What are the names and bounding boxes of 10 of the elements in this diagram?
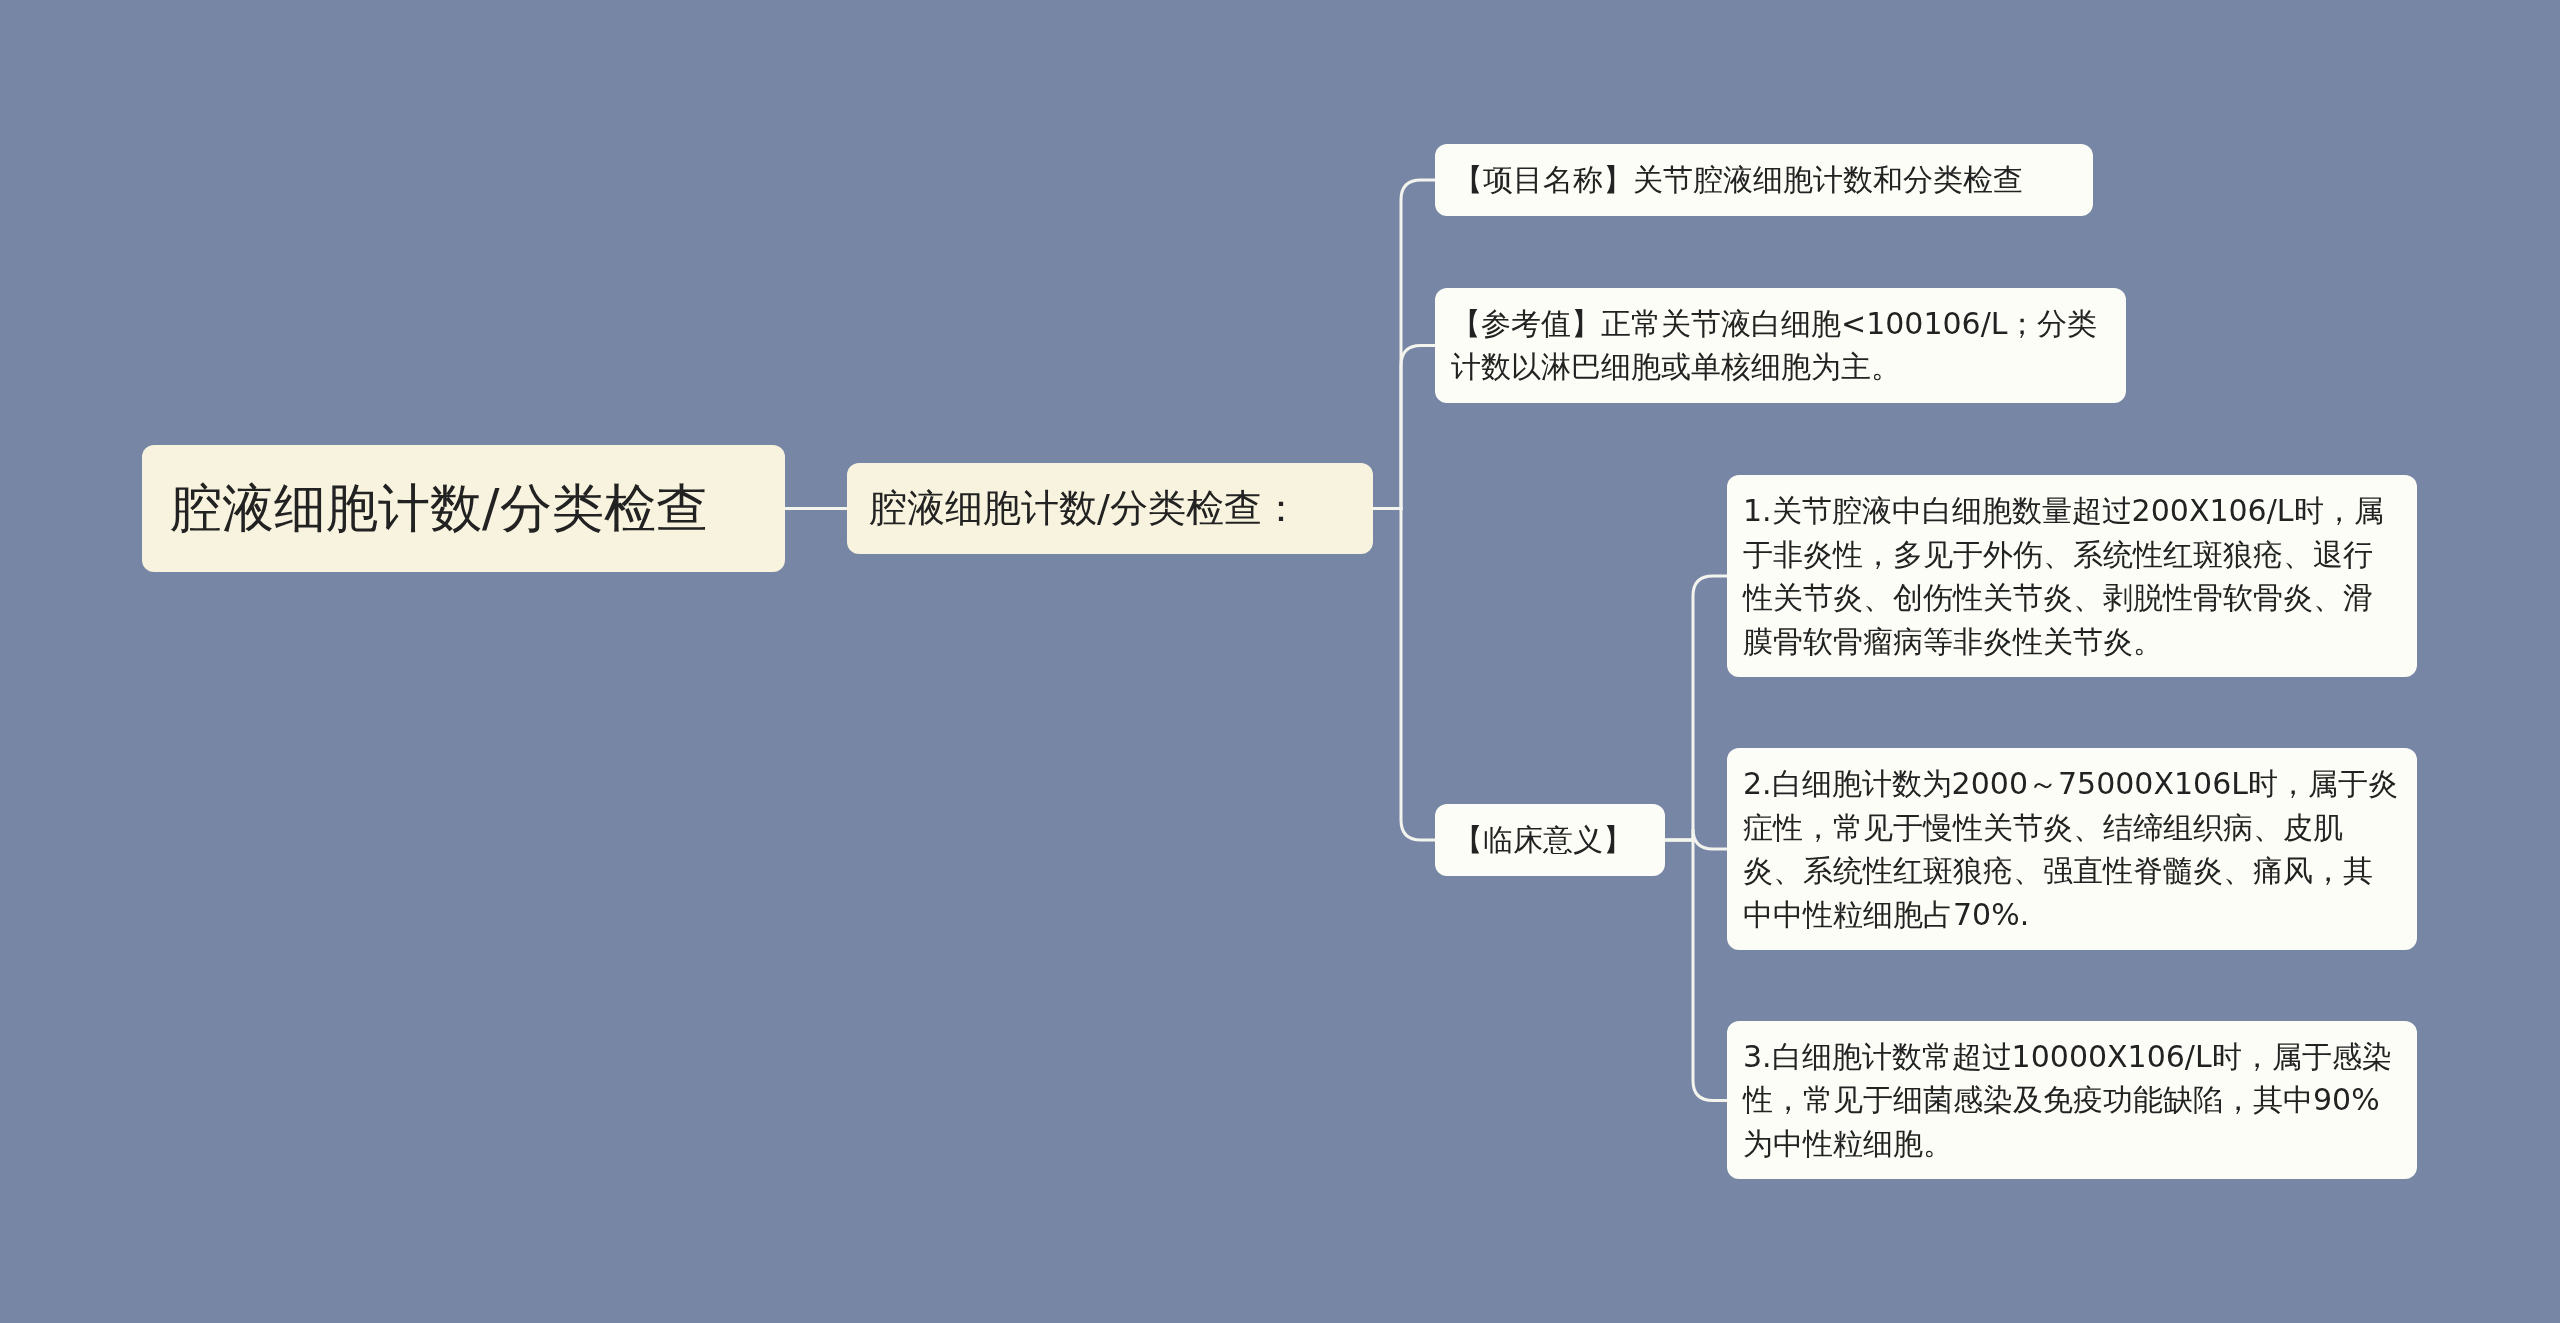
topic-box: 1.关节腔液中白细胞数量超过200X106/L时，属于非炎性，多见于外伤、系统性红斑狼疮、退行性关节炎、创伤性关节炎、剥脱性骨软骨炎、滑膜骨软骨瘤病等非炎性关节炎。 — [1727, 475, 2417, 677]
topic-box: 2.白细胞计数为2000～75000X106L时，属于炎症性，常见于慢性关节炎、结缔组织病、皮肌炎、系统性红斑狼疮、强直性脊髓炎、痛风，其中中性粒细胞占70%. — [1727, 748, 2417, 950]
topic-box: 3.白细胞计数常超过10000X106/L时，属于感染性，常见于细菌感染及免疫功能缺陷，其中90%为中性粒细胞。 — [1727, 1020, 2417, 1179]
topic-box: 【参考值】正常关节液白细胞<100106/L；分类计数以淋巴细胞或单核细胞为主。 — [1435, 287, 2126, 403]
topic-box: 【项目名称】关节腔液细胞计数和分类检查 — [1435, 144, 2093, 216]
topic-box: 腔液细胞计数/分类检查： — [847, 462, 1373, 554]
connector-line — [785, 507, 847, 510]
connector-line — [1373, 507, 1435, 842]
topic-box: 【临床意义】 — [1435, 804, 1665, 876]
root-box: 腔液细胞计数/分类检查 — [142, 444, 785, 572]
